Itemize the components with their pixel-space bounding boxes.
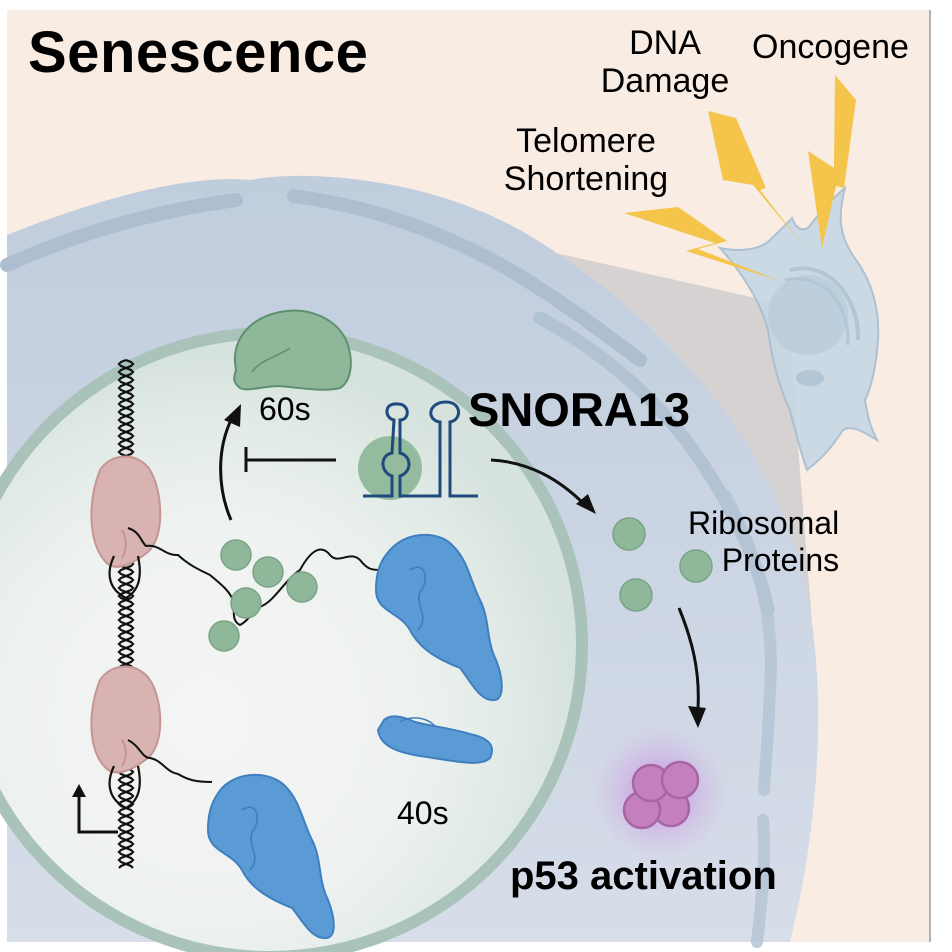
trigger-telomere-line2: Shortening (503, 160, 669, 199)
dna-strand-a (117, 358, 135, 869)
subunit-60s-label: 60s (259, 391, 311, 427)
pre-40s-particle (206, 773, 335, 940)
ribosomal-proteins-line1: Ribosomal (688, 505, 840, 541)
er-membrane (0, 193, 243, 272)
trigger-dna-damage-label: DNA Damage (590, 24, 740, 100)
rna-polymerase-bottom (90, 665, 162, 774)
free-ribosomal-proteins (612, 517, 713, 612)
ribosomal-proteins-label: Ribosomal Proteins (688, 505, 839, 579)
er-membrane (751, 814, 771, 948)
dna-loop (108, 765, 141, 810)
p53-tetramer (622, 760, 700, 830)
arrow-to-ribosomal-proteins (490, 458, 587, 507)
dna-helix-strands (117, 358, 135, 869)
trigger-telomere-label: Telomere Shortening (498, 122, 674, 198)
pre-40s-particle (374, 533, 503, 702)
ribosomal-protein-cluster (208, 539, 318, 652)
figure-title: Senescence (28, 20, 369, 85)
subunit-40s-label: 40s (397, 795, 449, 831)
lightning-bolt-icon (708, 111, 802, 244)
arrowhead (576, 494, 596, 514)
p53-activation-label: p53 activation (510, 854, 777, 898)
trigger-oncogene-label: Oncogene (752, 28, 909, 66)
trigger-dna-damage-line2: Damage (600, 62, 730, 101)
rrna-transcript (127, 739, 213, 783)
trigger-telomere-line1: Telomere (516, 122, 656, 160)
trigger-dna-damage-line1: DNA (629, 24, 701, 62)
subunit-groove (409, 566, 427, 631)
arrowhead (72, 784, 86, 797)
rrna-transcript (127, 527, 263, 627)
lightning-bolt-icon (624, 207, 780, 281)
inhibition-arrow (244, 447, 336, 472)
dna-loop (108, 555, 141, 600)
snora13-rna (358, 400, 478, 500)
ribosomal-proteins-line2: Proteins (721, 542, 840, 579)
arrowhead (688, 706, 706, 728)
lightning-bolt-icon (808, 75, 856, 248)
senescent-cell (717, 185, 880, 472)
er-membrane (719, 489, 777, 796)
snora13-label: SNORA13 (468, 383, 691, 436)
subunit-60s (233, 309, 352, 391)
subunit-groove (241, 806, 259, 871)
er-membrane (287, 189, 647, 367)
arrowhead (224, 404, 241, 427)
subunit-40s (376, 715, 493, 764)
dna-strand-b (117, 358, 135, 869)
arrow-to-60s (219, 417, 234, 521)
transcription-start-arrow (77, 795, 118, 834)
rna-polymerase-top (90, 455, 162, 568)
arrow-to-p53 (677, 607, 700, 709)
